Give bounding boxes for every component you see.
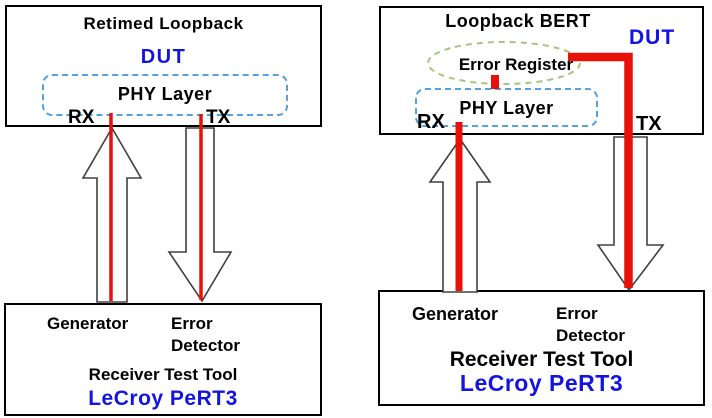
- right-loopback-signal-line: [568, 52, 633, 288]
- left-rx-label: RX: [68, 107, 95, 128]
- error-register-ellipse: [427, 41, 581, 85]
- error-register-label: Error Register: [458, 55, 574, 74]
- right-brand-label: LeCroy PeRT3: [459, 370, 624, 396]
- right-generator-label: Generator: [412, 304, 499, 324]
- right-error-detector-label: Error Detector: [556, 304, 625, 346]
- right-dut-label: DUT: [629, 26, 676, 49]
- right-rx-label: RX: [417, 111, 445, 133]
- right-tx-label: TX: [636, 113, 662, 135]
- right-tester-box: [378, 290, 705, 406]
- left-dut-box: [5, 5, 322, 127]
- left-diagram-title: Retimed Loopback: [83, 14, 244, 33]
- left-generator-label: Generator: [47, 314, 129, 333]
- right-tool-label: Receiver Test Tool: [449, 348, 634, 371]
- left-phy-layer-box: [42, 74, 288, 116]
- left-error-detector-label: Error Detector: [171, 314, 240, 356]
- left-tester-box: [4, 303, 322, 416]
- left-tx-label: TX: [206, 107, 231, 128]
- left-dut-label: DUT: [140, 46, 187, 68]
- left-phy-layer-label: PHY Layer: [117, 84, 213, 104]
- left-brand-label: LeCroy PeRT3: [88, 387, 238, 410]
- right-diagram-title: Loopback BERT: [445, 11, 591, 31]
- left-tool-label: Receiver Test Tool: [88, 365, 238, 384]
- right-phy-layer-box: [415, 88, 598, 127]
- right-phy-layer-label: PHY Layer: [459, 98, 554, 118]
